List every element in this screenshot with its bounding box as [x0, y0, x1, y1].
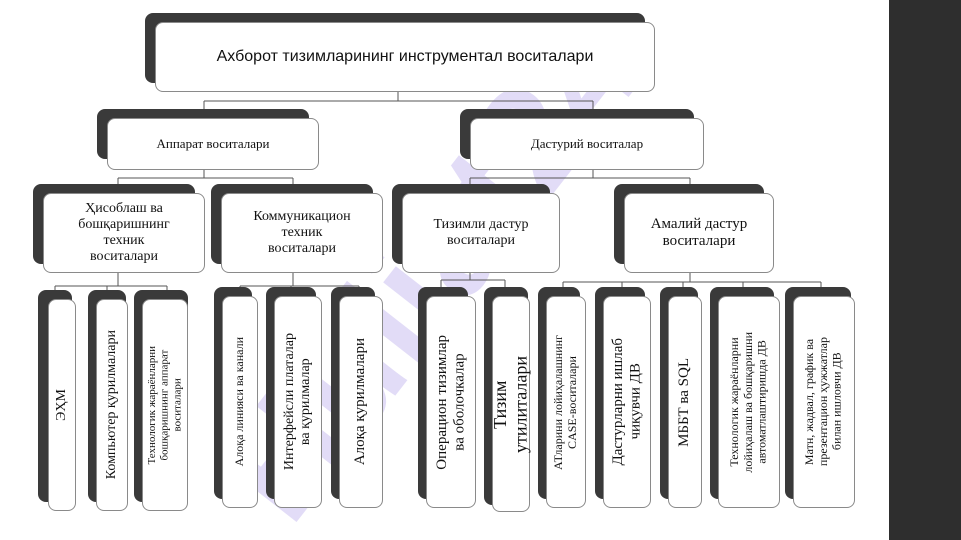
node-system-software-label: Тизимли дастур воситалари	[433, 216, 529, 248]
leaf-comm-devices-label: Алоқа қурилмалари	[352, 338, 369, 466]
node-software-label: Дастурий воситалар	[530, 135, 644, 151]
node-communication-label: Коммуникацион техник воситалари	[253, 208, 351, 257]
leaf-comm-channel-label: Алоқа линияси ва канали	[232, 337, 247, 467]
node-root-label: Ахборот тизимларининг инструментал восит…	[216, 47, 594, 65]
leaf-office-label: Матн, жадвал, график ва презентацион ҳуж…	[802, 337, 844, 467]
leaf-devices-label: Компьютер қурилмалари	[103, 330, 119, 480]
leaf-dbms-label: МББТ ва SQL	[676, 357, 693, 447]
leaf-os-shells-label: Операцион тизимлар ва оболочкалар	[433, 334, 467, 470]
leaf-automation-label: Технологик жараёнларни лойиҳалаш ва бошқ…	[727, 331, 769, 473]
node-computing-label: Ҳисоблаш ва бошқаришнинг техник воситала…	[78, 200, 170, 265]
node-hardware-label: Аппарат воситалари	[156, 135, 270, 151]
leaf-interfaces-label: Интерфейсли платалар ва қурилмалар	[281, 333, 313, 471]
node-applied-software-label: Амалий дастур воситалари	[650, 215, 748, 249]
right-side-panel	[889, 0, 961, 540]
leaf-computer-label: ЭҲМ	[53, 389, 69, 421]
leaf-case-tools-label: АТларини лойиҳалашнинг CASE-воситалари	[551, 334, 579, 470]
leaf-dev-tools-label: Дастурларни ишлаб чиқувчи ДВ	[609, 338, 643, 466]
leaf-utilities-label: Тизим утилиталари	[490, 355, 531, 453]
leaf-tech-management-label: Технологик жараёнларни бошқаришнинг аппа…	[146, 345, 184, 465]
